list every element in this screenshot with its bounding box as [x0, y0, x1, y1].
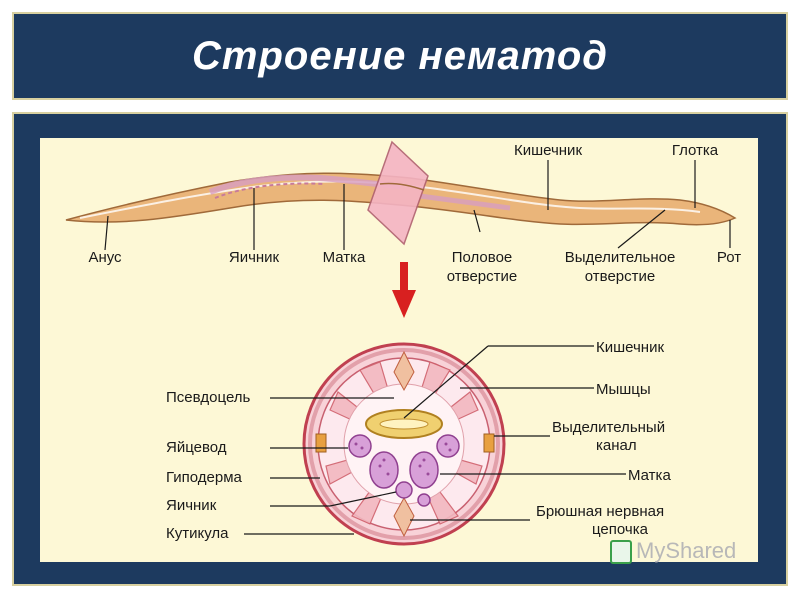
label-cs-uterus: Матка	[628, 467, 671, 484]
label-anus: Анус	[88, 249, 122, 266]
label-cs-ovary: Яичник	[166, 497, 217, 514]
label-mouth: Рот	[717, 249, 741, 266]
label-cs-excretory-canal-1: Выделительный	[552, 419, 665, 436]
label-cs-pseudocoel: Псевдоцель	[166, 389, 251, 406]
label-excretory-opening-1: Выделительное	[565, 249, 676, 266]
label-cs-intestine: Кишечник	[596, 339, 664, 356]
label-cs-cuticle: Кутикула	[166, 525, 229, 542]
label-cs-muscles: Мышцы	[596, 381, 651, 398]
label-cs-oviduct: Яйцевод	[166, 439, 227, 456]
label-ovary: Яичник	[229, 249, 280, 266]
section-plane	[367, 140, 429, 246]
label-uterus: Матка	[323, 249, 366, 266]
watermark-text: MyShared	[636, 538, 737, 563]
label-genital-opening-1: Половое	[452, 249, 513, 266]
title-bar: Строение нематод	[12, 12, 788, 100]
label-excretory-opening-2: отверстие	[585, 268, 655, 285]
label-cs-hypodermis: Гиподерма	[166, 469, 243, 486]
label-intestine: Кишечник	[514, 142, 582, 159]
label-cs-nerve-cord-2: цепочка	[592, 521, 649, 538]
label-cs-nerve-cord-1: Брюшная нервная	[536, 503, 664, 520]
myshared-logo-icon	[610, 540, 632, 565]
cross-section	[302, 342, 506, 546]
slide-title: Строение нематод	[192, 33, 608, 78]
label-cs-excretory-canal-2: канал	[596, 437, 637, 454]
watermark: MyShared	[610, 538, 737, 565]
label-genital-opening-2: отверстие	[447, 268, 517, 285]
label-pharynx: Глотка	[672, 142, 719, 159]
down-arrow-icon	[392, 262, 416, 318]
